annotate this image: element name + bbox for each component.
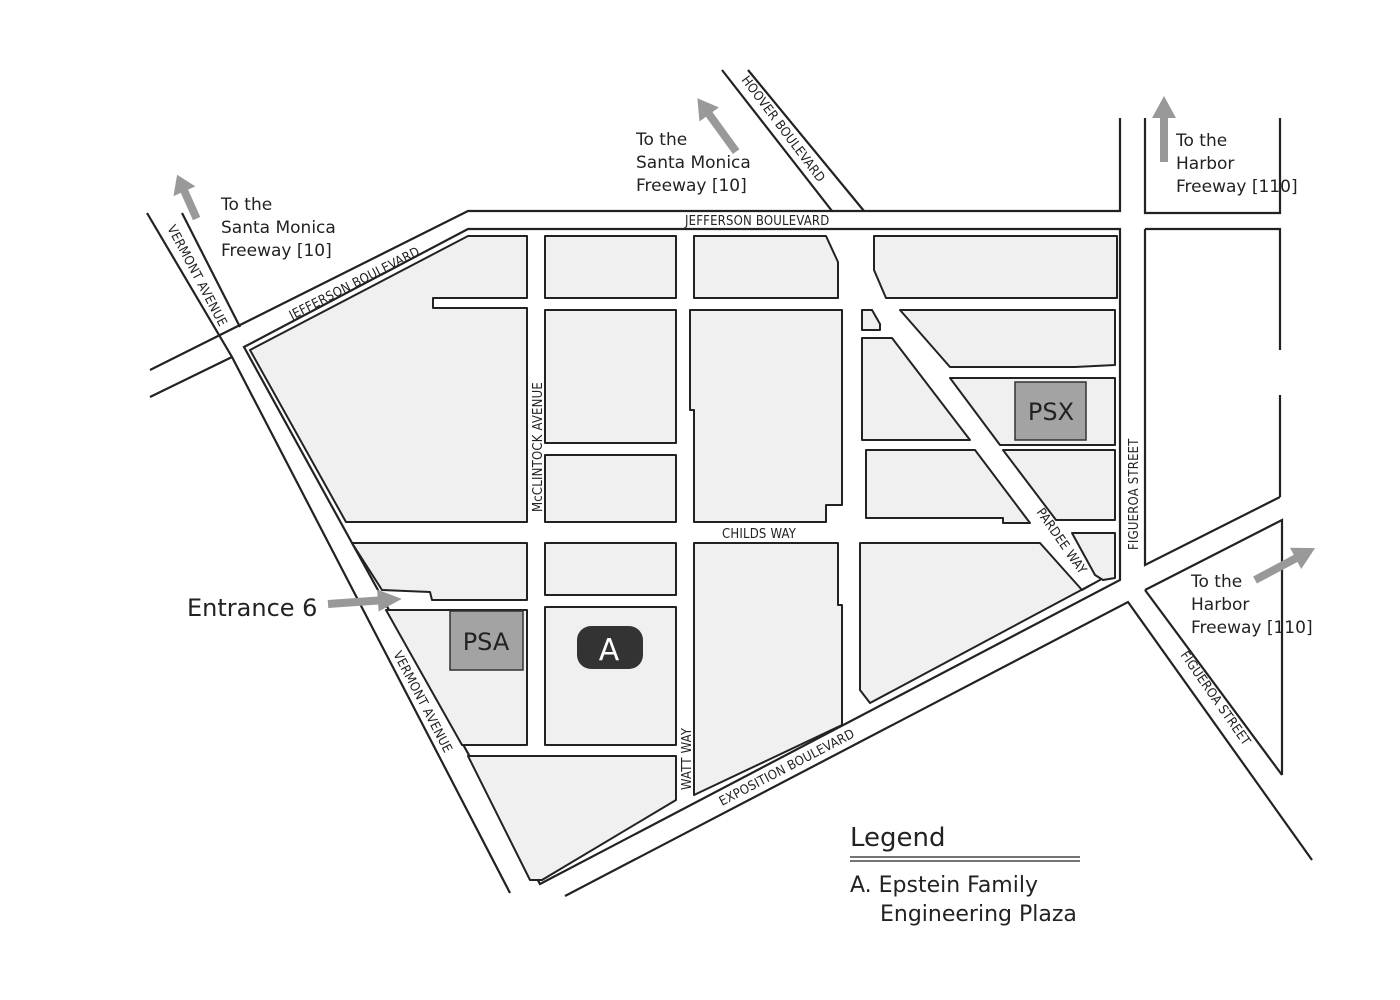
dest-santa-monica-north: To the Santa Monica Freeway [10]: [635, 130, 756, 196]
block-c3-a: [693, 235, 839, 299]
campus-blocks: [249, 235, 1118, 881]
block-c2-d: [544, 542, 677, 596]
arrows: [173, 96, 1316, 612]
entrance-6-label: Entrance 6: [187, 594, 317, 622]
dest-harbor-north: To the Harbor Freeway [110]: [1175, 131, 1298, 197]
parking-psx[interactable]: PSX: [1014, 381, 1087, 441]
arrow-santa-monica-north-icon: [697, 98, 740, 154]
block-east-tiny: [861, 309, 881, 331]
street-label-childs: CHILDS WAY: [722, 527, 797, 542]
street-label-watt: WATT WAY: [680, 727, 695, 790]
dest-santa-monica-west: To the Santa Monica Freeway [10]: [220, 195, 341, 261]
marker-a-badge[interactable]: [577, 626, 643, 669]
arrow-entrance-icon: [327, 589, 402, 612]
parking-psa-box[interactable]: [449, 610, 524, 671]
street-label-jefferson-north: JEFFERSON BOULEVARD: [684, 214, 829, 229]
legend: Legend A. Epstein Family Engineering Pla…: [850, 823, 1080, 927]
block-east-g: [1071, 532, 1116, 581]
block-east-f: [859, 542, 1101, 704]
block-northwest: [249, 235, 528, 523]
block-c3-c: [693, 542, 843, 796]
block-west-mid: [351, 542, 528, 601]
block-east-e: [1002, 449, 1116, 521]
dest-harbor-east: To the Harbor Freeway [110]: [1190, 572, 1313, 638]
street-label-mcclintock: McCLINTOCK AVENUE: [531, 382, 546, 512]
parking-psx-box[interactable]: [1014, 381, 1087, 441]
destination-labels: To the Santa Monica Freeway [10] To the …: [220, 130, 1313, 638]
block-east-b: [899, 309, 1116, 368]
block-east-c: [861, 337, 971, 441]
arrow-harbor-north-icon: [1152, 96, 1176, 162]
arrow-harbor-east-icon: [1253, 547, 1316, 584]
parking-psa-label: PSA: [463, 628, 510, 656]
block-southwest: [467, 755, 677, 881]
marker-a[interactable]: A: [577, 626, 643, 669]
parking-psx-label: PSX: [1028, 398, 1074, 426]
street-label-figueroa-vertical: FIGUEROA STREET: [1127, 438, 1142, 550]
street-label-figueroa-diagonal: FIGUEROA STREET: [1177, 649, 1254, 750]
block-c3-b: [689, 309, 843, 523]
block-c2-a: [544, 235, 677, 299]
legend-item-line1: A. Epstein Family: [850, 873, 1038, 898]
block-c2-c: [544, 454, 677, 523]
arrow-santa-monica-west-icon: [173, 174, 201, 221]
block-east-top: [873, 235, 1118, 299]
block-c2-b: [544, 309, 677, 444]
legend-item-line2: Engineering Plaza: [880, 902, 1077, 927]
legend-title: Legend: [850, 823, 946, 853]
parking-psa[interactable]: PSA: [449, 610, 524, 671]
marker-a-letter: A: [599, 633, 620, 668]
street-label-vermont-north: VERMONT AVENUE: [163, 223, 229, 329]
block-east-d: [865, 449, 1031, 524]
